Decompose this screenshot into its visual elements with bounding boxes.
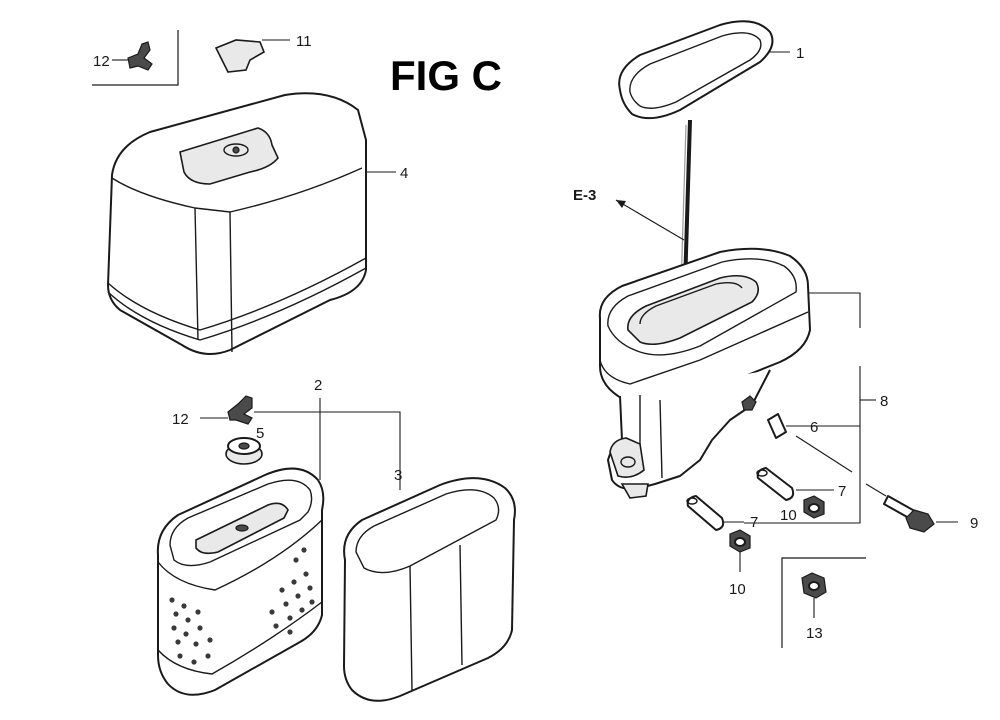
callout-10-bottom: 10 <box>729 581 746 598</box>
callout-13: 13 <box>806 625 823 642</box>
callout-5: 5 <box>256 425 264 442</box>
grommet-10-bottom <box>729 529 751 572</box>
callout-8: 8 <box>880 393 888 410</box>
callout-2: 2 <box>314 377 322 394</box>
wing-nut-12-top <box>92 30 179 86</box>
callout-7-upper: 7 <box>838 483 846 500</box>
reference-label: E-3 <box>573 187 596 204</box>
callout-4: 4 <box>400 165 408 182</box>
grommet-13 <box>781 557 866 648</box>
air-filter-element-2 <box>156 467 325 696</box>
callout-10-right: 10 <box>780 507 797 524</box>
reference-arrowhead <box>616 200 626 208</box>
grommet-10-right <box>803 495 825 519</box>
grommet-5 <box>225 437 263 465</box>
gasket-1 <box>618 20 790 120</box>
callout-3: 3 <box>394 467 402 484</box>
bracket-3 <box>254 411 401 490</box>
inset-frame-12 <box>92 30 179 86</box>
reference-leader <box>615 199 685 241</box>
air-cleaner-case-8 <box>598 247 876 524</box>
flange-bolt-9 <box>865 483 958 533</box>
figure-title: FIG C <box>390 52 502 99</box>
callout-1: 1 <box>796 45 804 62</box>
callout-12-top: 12 <box>93 53 110 70</box>
outer-foam-element-3 <box>343 477 516 702</box>
air-cleaner-cover-4 <box>107 92 396 355</box>
callout-7-lower: 7 <box>750 514 758 531</box>
tube-7-upper <box>756 467 834 501</box>
callout-12-middle: 12 <box>172 411 189 428</box>
pin-6 <box>767 413 860 473</box>
callout-11: 11 <box>296 33 312 50</box>
wing-nut-12-middle <box>200 395 253 425</box>
callout-6: 6 <box>810 419 818 436</box>
callout-9: 9 <box>970 515 978 532</box>
tube-7-lower <box>686 495 744 531</box>
clip-11 <box>214 39 290 73</box>
inset-frame-13 <box>781 557 866 648</box>
